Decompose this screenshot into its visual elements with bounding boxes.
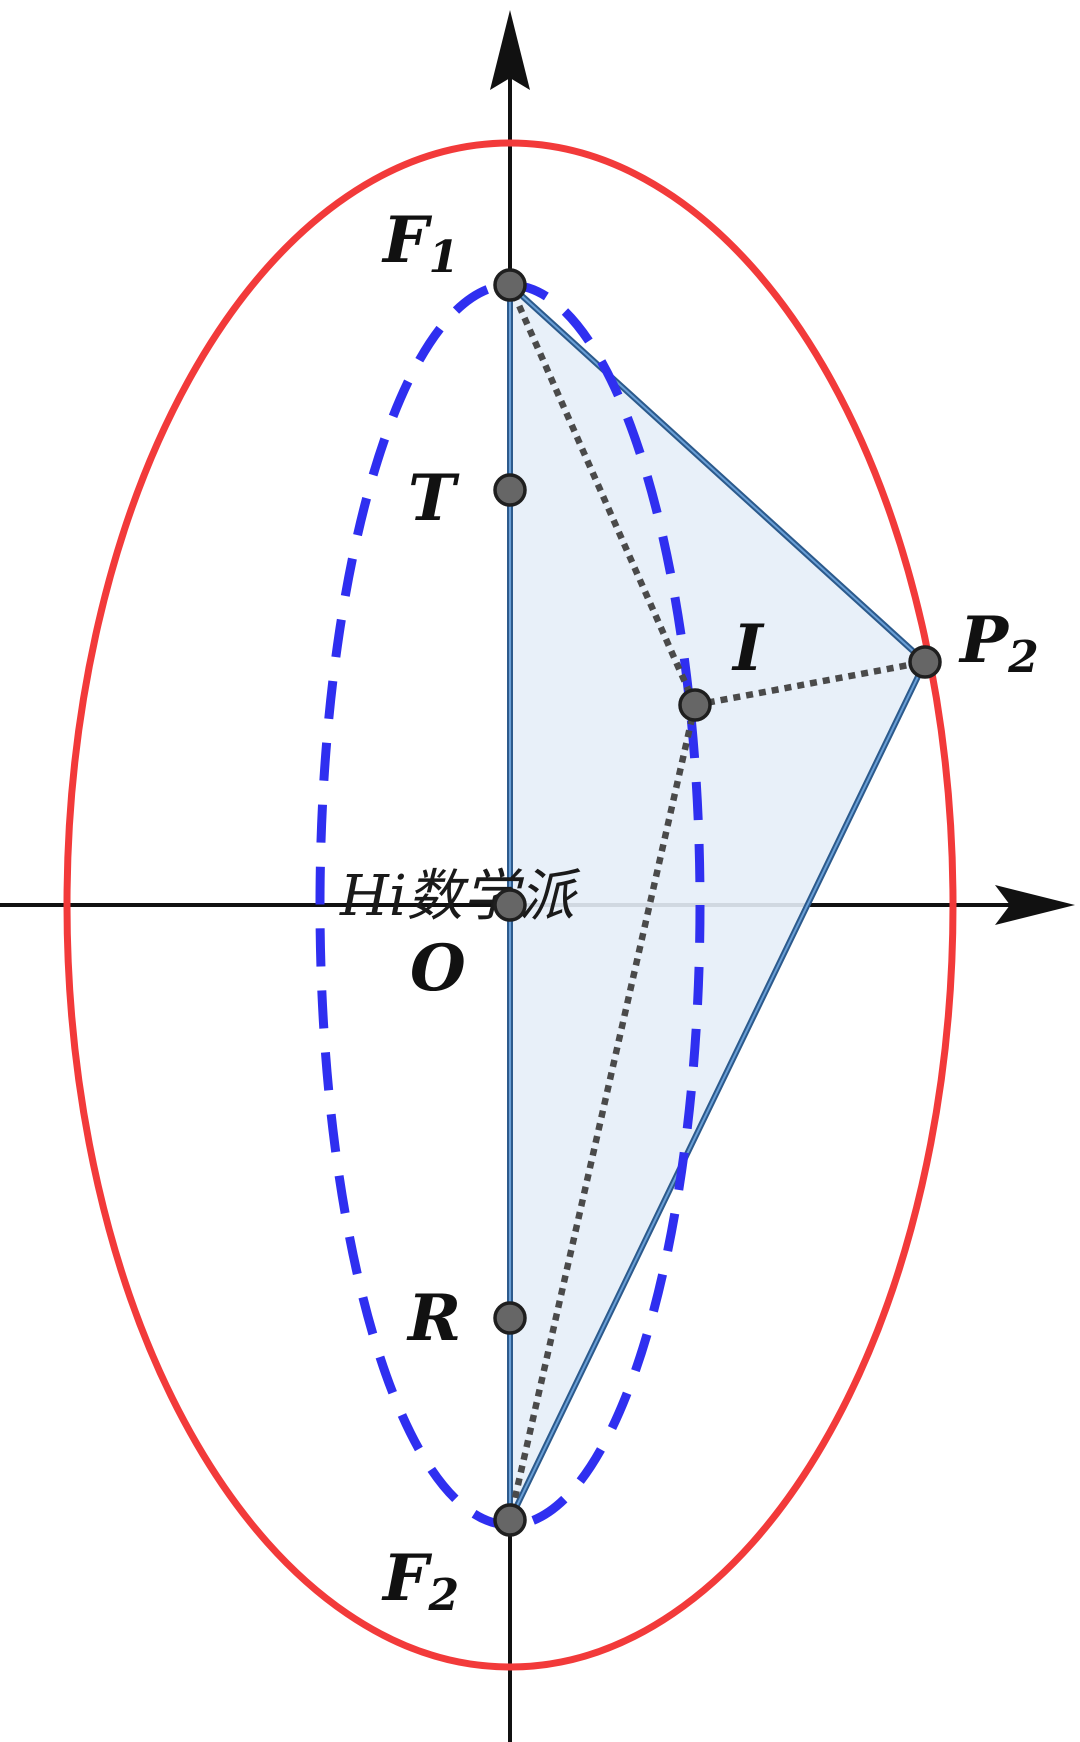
label-f1-sub: 1 — [428, 232, 459, 283]
points — [493, 268, 942, 1537]
label-f1-main: F — [381, 203, 433, 278]
segment-i-f1 — [507, 283, 698, 707]
outer-ellipse — [63, 139, 957, 1671]
point-r — [493, 1301, 527, 1335]
point-t — [493, 473, 527, 507]
label-p2-sub: 2 — [1007, 632, 1039, 683]
y-axis-arrow — [490, 10, 530, 90]
label-t: T — [408, 461, 460, 536]
label-f2-sub: 2 — [427, 1570, 459, 1621]
label-f1: F1 — [381, 203, 459, 283]
point-i — [678, 688, 712, 722]
label-o: O — [410, 931, 466, 1006]
segment-i-f2 — [506, 704, 699, 1521]
label-p2-main: P — [958, 603, 1010, 678]
point-p2 — [908, 645, 942, 679]
watermark-text: Hi数学派 — [339, 864, 581, 929]
incenter-segments — [506, 283, 926, 1521]
label-p2: P2 — [958, 603, 1039, 683]
x-axis-arrow — [995, 885, 1075, 925]
point-f2 — [493, 1503, 527, 1537]
label-r: R — [406, 1281, 461, 1356]
label-f2-main: F — [381, 1541, 433, 1616]
label-f2: F2 — [381, 1541, 459, 1621]
label-i: I — [731, 611, 765, 686]
inner-dashed-ellipse — [315, 280, 705, 1530]
point-f1 — [493, 268, 527, 302]
point-o — [493, 888, 527, 922]
